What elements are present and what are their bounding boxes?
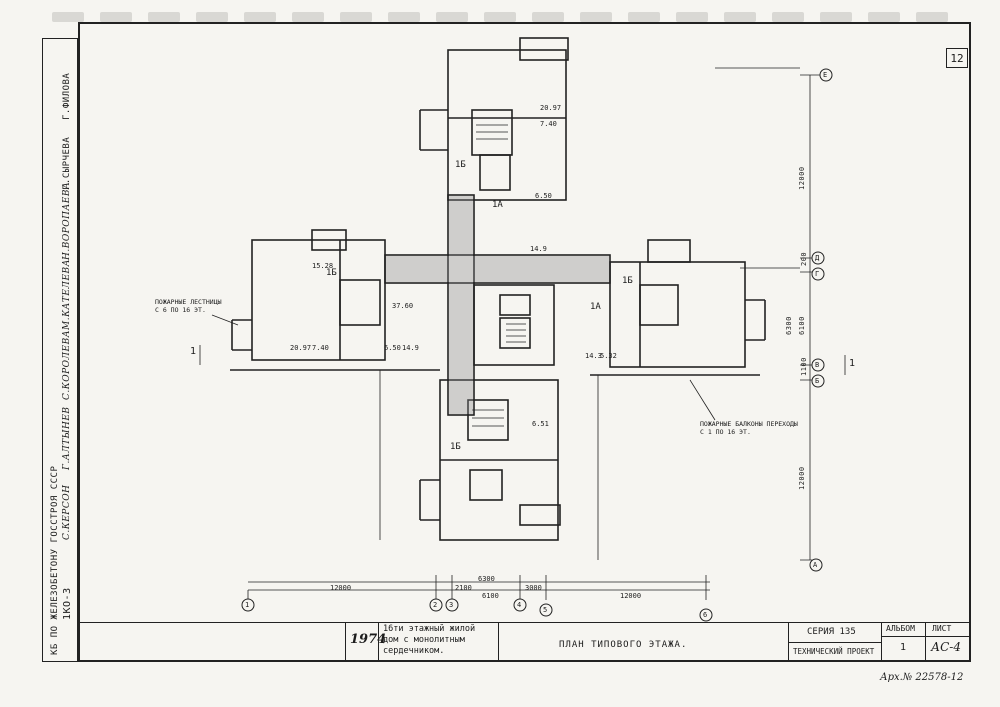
axis-5: 5 <box>543 606 548 614</box>
dim-right-5: 200 <box>800 251 808 266</box>
title-series-cell: СЕРИЯ 135 ТЕХНИЧЕСКИЙ ПРОЕКТ <box>788 622 881 662</box>
area-label: 14.9 <box>402 344 419 352</box>
axis-G: Г <box>815 270 820 278</box>
fire-stairs-note: ПОЖАРНЫЕ ЛЕСТНИЦЫ С 6 ПО 16 ЭТ. <box>155 298 222 314</box>
drawing-frame <box>78 22 971 662</box>
apt-type: 1Б <box>622 276 633 286</box>
perforation <box>580 12 612 22</box>
area-label: 15.28 <box>312 262 334 270</box>
archive-number: Арх.№ 22578-12 <box>880 672 964 683</box>
perforation <box>868 12 900 22</box>
axis-1: 1 <box>245 601 250 609</box>
axis-A: А <box>813 561 818 569</box>
perforation <box>292 12 324 22</box>
perforation <box>340 12 372 22</box>
apt-type: 1Б <box>450 442 461 452</box>
perforation <box>532 12 564 22</box>
axis-D: Д <box>815 254 820 262</box>
perforation <box>436 12 468 22</box>
title-stage: ТЕХНИЧЕСКИЙ ПРОЕКТ <box>793 647 875 656</box>
area-label: 7.40 <box>540 120 557 128</box>
area-label: 14.3 <box>585 352 602 360</box>
perforation <box>724 12 756 22</box>
title-album-cell: АЛЬБОМ 1 <box>881 622 925 662</box>
axis-2: 2 <box>433 601 438 609</box>
axis-V: В <box>815 361 820 369</box>
apt-type: 1Б <box>326 268 337 278</box>
dim-right-1: 12000 <box>798 166 806 190</box>
area-label: 20.97 <box>290 344 312 352</box>
section-mark-right: 1 <box>849 358 856 369</box>
dim-bottom-4: 2100 <box>455 584 472 592</box>
perforation <box>244 12 276 22</box>
area-label: 5.32 <box>600 352 617 360</box>
apt-type: 1А <box>492 200 503 210</box>
perforation <box>772 12 804 22</box>
perforation <box>196 12 228 22</box>
title-building: 16ти этажный жилой дом с монолитным серд… <box>383 624 476 656</box>
axis-3: 3 <box>449 601 454 609</box>
fire-balconies-note: ПОЖАРНЫЕ БАЛКОНЫ ПЕРЕХОДЫ С 1 ПО 16 ЭТ. <box>700 420 798 436</box>
apt-type: 1А <box>590 302 601 312</box>
axis-4: 4 <box>517 601 522 609</box>
perforation <box>628 12 660 22</box>
title-sheet-value: АС-4 <box>931 640 961 654</box>
dim-bottom-2: 6300 <box>478 575 495 583</box>
perforation <box>916 12 948 22</box>
perforation <box>388 12 420 22</box>
dim-bottom-6: 3000 <box>525 584 542 592</box>
area-label: 6.50 <box>535 192 552 200</box>
section-mark-left: 1 <box>190 346 197 357</box>
axis-E: Е <box>823 71 828 79</box>
title-album-value: 1 <box>900 642 907 653</box>
sheet-number: 12 <box>946 48 968 68</box>
perforation <box>100 12 132 22</box>
perforation <box>676 12 708 22</box>
perforation <box>52 12 84 22</box>
title-sheet-title: ПЛАН ТИПОВОГО ЭТАЖА. <box>559 640 688 650</box>
title-sheet-no-cell: ЛИСТ АС-4 <box>925 622 971 662</box>
perforation <box>148 12 180 22</box>
title-year: 1974 <box>350 632 387 647</box>
title-block-border <box>78 622 971 623</box>
axis-6: 6 <box>703 611 708 619</box>
title-series: СЕРИЯ 135 <box>807 627 856 637</box>
title-sheet-cell: ПЛАН ТИПОВОГО ЭТАЖА. <box>498 622 788 662</box>
axis-B: Б <box>815 377 820 385</box>
area-label: 20.97 <box>540 104 562 112</box>
area-label: 6.51 <box>532 420 549 428</box>
dim-bottom-3: 12000 <box>620 592 642 600</box>
area-label: 37.60 <box>392 302 414 310</box>
apt-type: 1Б <box>455 160 466 170</box>
dim-right-6: 1100 <box>800 357 808 376</box>
dim-bottom-1: 12000 <box>330 584 352 592</box>
dim-right-2: 6300 <box>785 316 793 335</box>
title-album-label: АЛЬБОМ <box>886 624 915 633</box>
area-label: 6.50 <box>384 344 401 352</box>
dim-right-3: 6100 <box>798 316 806 335</box>
title-sheet-label: ЛИСТ <box>932 624 952 633</box>
area-label: 7.40 <box>312 344 329 352</box>
title-building-cell: 16ти этажный жилой дом с монолитным серд… <box>378 622 498 662</box>
dim-bottom-5: 6100 <box>482 592 499 600</box>
dim-right-4: 12000 <box>798 466 806 490</box>
title-year-cell: 1974 <box>345 622 386 662</box>
perforation <box>820 12 852 22</box>
area-label: 14.9 <box>530 245 547 253</box>
left-signature-strip <box>42 38 78 662</box>
perforation <box>484 12 516 22</box>
